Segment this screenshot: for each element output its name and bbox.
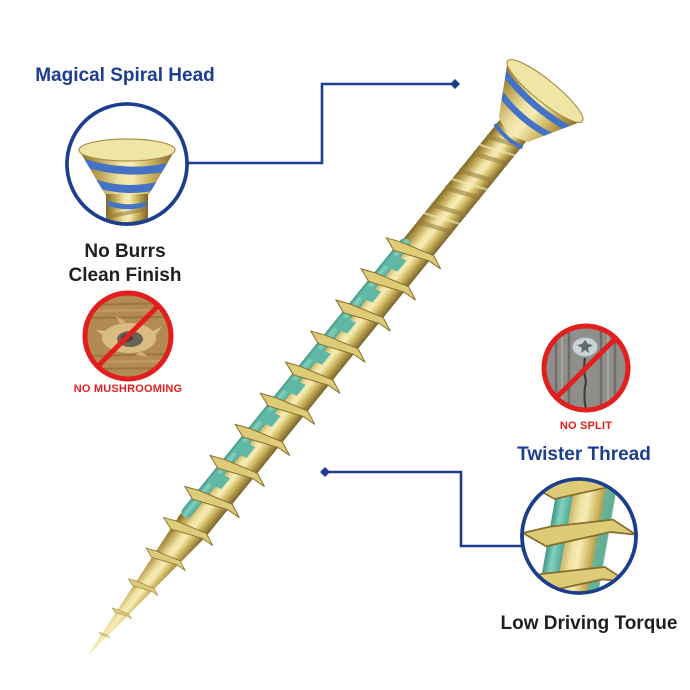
no-split-label: NO SPLIT [559,420,613,432]
thread-callout-title: Twister Thread [517,444,651,465]
head-callout-caption: No Burrs Clean Finish [25,240,225,288]
leader-line-thread [320,467,522,548]
leader-endpoint-diamond [450,79,460,89]
thread-callout-caption: Low Driving Torque [500,613,678,634]
thread-zoom-circle [520,477,638,595]
screw-shank [403,116,530,261]
screw-render [86,59,584,657]
head-caption-line1: No Burrs [84,241,166,262]
head-zoom-circle [65,102,189,226]
head-top-face [506,59,584,123]
no-split-icon [541,323,631,413]
leader-line-head [188,79,460,165]
screw-threaded-core [86,224,445,657]
no-mushrooming-icon [82,290,174,382]
head-blue-stripes [495,68,573,139]
leader-endpoint-diamond [320,467,330,477]
no-mushrooming-label: NO MUSHROOMING [73,383,183,395]
screw-head [493,59,584,150]
head-caption-line2: Clean Finish [68,265,182,286]
head-callout-title: Magical Spiral Head [35,65,215,86]
